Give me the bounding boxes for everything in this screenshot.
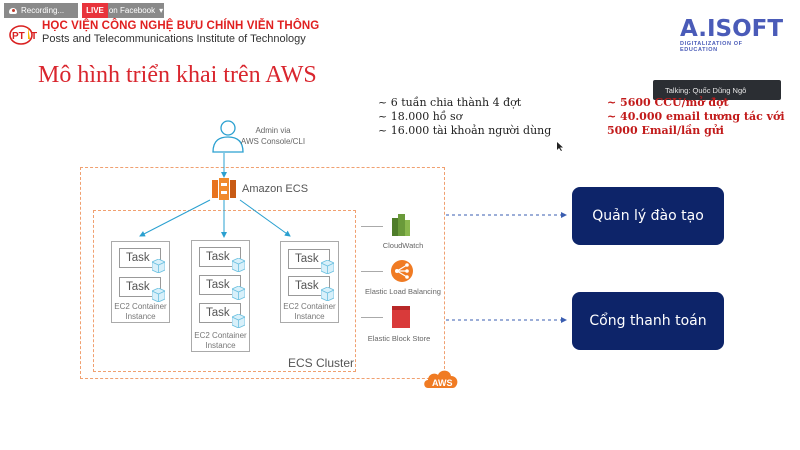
stat-item: 5000 Email/lần gửi — [607, 124, 724, 137]
admin-label-line2: AWS Console/CLI — [240, 137, 306, 146]
aisoft-logo-text: A.ISOFT — [680, 16, 784, 42]
block-store-icon — [392, 306, 410, 328]
recording-button[interactable]: Recording... — [4, 3, 78, 18]
facebook-label: on Facebook — [108, 6, 156, 15]
institute-name-en: Posts and Telecommunications Institute o… — [42, 33, 306, 45]
stats-list: ~ 5600 CCU/mở đợt ~ 40.000 email tương t… — [607, 96, 785, 138]
aws-region-boundary — [80, 167, 445, 379]
instance-label-line2: Instance — [294, 312, 325, 321]
service-connector — [361, 271, 383, 272]
task-box: Task — [199, 303, 241, 323]
instance-label-line1: EC2 Container — [114, 302, 167, 311]
amazon-ecs-label: Amazon ECS — [242, 183, 309, 195]
service-connector — [361, 317, 383, 318]
instance-label-line1: EC2 Container — [194, 331, 247, 340]
ec2-instance-2: Task Task Task EC2 Container Instance — [191, 240, 250, 352]
task-box: Task — [288, 276, 330, 296]
service-connector — [361, 226, 383, 227]
instance-label-line2: Instance — [125, 312, 156, 321]
institute-name-vn: HỌC VIỆN CÔNG NGHỆ BƯU CHÍNH VIỄN THÔNG — [42, 20, 320, 32]
instance-label: EC2 Container Instance — [192, 331, 249, 351]
task-box: Task — [199, 247, 241, 267]
container-cube-icon — [152, 288, 165, 302]
admin-user-icon — [212, 120, 244, 153]
ecs-cluster-label: ECS Cluster — [288, 356, 355, 370]
ecs-cluster-boundary — [93, 210, 356, 372]
live-badge: LIVE — [82, 3, 108, 18]
amazon-ecs-icon — [212, 178, 236, 200]
load-balancer-label: Elastic Load Balancing — [365, 287, 441, 296]
aws-cloud-icon: AWS — [424, 370, 458, 388]
container-cube-icon — [232, 314, 245, 328]
talking-indicator: Talking: Quốc Dũng Ngô — [653, 80, 781, 100]
admin-label: Admin via AWS Console/CLI — [238, 125, 308, 147]
instance-label: EC2 Container Instance — [112, 302, 169, 322]
facebook-dropdown[interactable]: on Facebook ▾ — [108, 3, 164, 18]
svg-text:PT: PT — [12, 31, 25, 42]
record-icon — [9, 7, 17, 14]
chevron-down-icon: ▾ — [159, 6, 164, 15]
instance-label: EC2 Container Instance — [281, 302, 338, 322]
aisoft-tagline: DIGITALIZATION OF EDUCATION — [680, 41, 743, 53]
task-box: Task — [288, 249, 330, 269]
target-quan-ly-dao-tao: Quản lý đào tạo — [572, 187, 724, 245]
stat-item: ~ 40.000 email tương tác với — [607, 110, 785, 123]
fact-item: ~ 6 tuần chia thành 4 đợt — [378, 96, 522, 109]
facts-list: ~ 6 tuần chia thành 4 đợt ~ 18.000 hồ sơ… — [378, 96, 551, 138]
container-cube-icon — [321, 287, 334, 301]
block-store-label: Elastic Block Store — [367, 334, 431, 343]
ec2-instance-3: Task Task EC2 Container Instance — [280, 241, 339, 323]
mouse-cursor-icon — [557, 142, 563, 151]
cloudwatch-icon — [392, 214, 410, 236]
ptit-logo: PT T — [9, 25, 37, 45]
slide-title: Mô hình triển khai trên AWS — [38, 62, 317, 88]
recording-label: Recording... — [21, 6, 65, 15]
container-cube-icon — [152, 259, 165, 273]
container-cube-icon — [232, 258, 245, 272]
fact-item: ~ 16.000 tài khoản người dùng — [378, 124, 552, 137]
aws-badge-text: AWS — [432, 378, 453, 388]
admin-label-line1: Admin via — [255, 126, 291, 135]
instance-label-line1: EC2 Container — [283, 302, 336, 311]
svg-text:T: T — [31, 31, 37, 42]
instance-label-line2: Instance — [205, 341, 236, 350]
load-balancer-icon — [391, 260, 413, 282]
ec2-instance-1: Task Task EC2 Container Instance — [111, 241, 170, 323]
cloudwatch-label: CloudWatch — [382, 241, 424, 250]
task-box: Task — [119, 248, 161, 268]
task-box: Task — [199, 275, 241, 295]
task-box: Task — [119, 277, 161, 297]
container-cube-icon — [321, 260, 334, 274]
target-cong-thanh-toan: Cổng thanh toán — [572, 292, 724, 350]
stat-item: ~ 5600 CCU/mở đợt — [607, 96, 729, 109]
fact-item: ~ 18.000 hồ sơ — [378, 110, 463, 123]
container-cube-icon — [232, 286, 245, 300]
aisoft-logo: A.ISOFT DIGITALIZATION OF EDUCATION — [680, 16, 784, 54]
